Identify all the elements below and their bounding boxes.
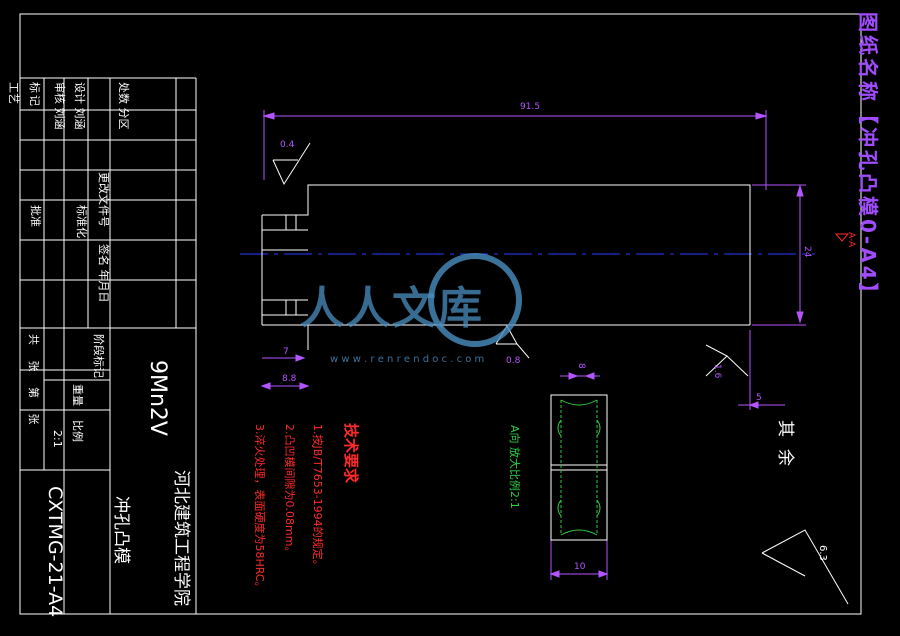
roughness-symbols [272, 142, 849, 605]
roughness-tip: 0.8 [506, 356, 521, 366]
dim-height: 24 [802, 246, 812, 258]
section-label: A-A [846, 232, 856, 248]
watermark-brand: 人人文库 [300, 283, 484, 334]
dimension-lines [260, 110, 850, 580]
drawing-frame [19, 13, 862, 615]
title-block-rev-header: 标记 [28, 82, 41, 108]
title-block-rev-row4: 签名 年月日 [97, 244, 110, 303]
roughness-rest-label: 其余 [775, 420, 795, 478]
title-block-design: 设计 刘涵 [73, 82, 86, 130]
dim-section-top: 8 [576, 363, 586, 369]
scale-label: 比例 [71, 420, 84, 442]
roughness-right: 1.6 [712, 364, 722, 379]
drawing-number: CXTMG-21-A4 [44, 486, 66, 618]
title-block-standard: 标准化 [75, 205, 88, 238]
watermark-url: w w w . r e n r e n d o c . c o m [330, 354, 485, 365]
tech-req-item-1: 1.按JB/T7653-1994的规定。 [311, 424, 324, 571]
stage-mark: 阶段标记 [92, 334, 105, 378]
school-name: 河北建筑工程学院 [171, 470, 191, 606]
view-label: A向 放大比例2:1 [508, 425, 521, 509]
enlarged-view [550, 394, 608, 541]
title-block-grid [20, 77, 197, 614]
title-block-rev-row2: 处数 分区 [117, 82, 130, 130]
dim-length: 91.5 [520, 102, 541, 112]
weight-label: 重量 [71, 384, 84, 406]
dim-step: 7 [283, 347, 289, 357]
part-outline [261, 184, 751, 350]
material: 9Mn2V [145, 360, 170, 436]
title-block-craft-label: 工艺 [7, 82, 20, 104]
roughness-top-left: 0.4 [280, 140, 295, 150]
title-block-craft: 批准 [29, 205, 42, 227]
scale-value: 2:1 [51, 430, 64, 448]
dim-step-offset: 8.8 [282, 374, 297, 384]
tech-req-item-2: 2.凸凹模间隙为0.08mm。 [283, 424, 296, 558]
roughness-rest: 6.3 [817, 545, 828, 561]
drawing-title: 图纸名称【冲孔凸模0-A4】 [856, 12, 880, 306]
part-name: 冲孔凸模 [111, 496, 131, 564]
title-block-rev-row3: 更改文件号 [97, 172, 110, 227]
tech-req-heading: 技术要求 [342, 423, 360, 484]
sheet-count: 共 张 第 张 [27, 334, 40, 431]
watermark-logo [428, 253, 522, 347]
dim-end-offset: 5 [756, 393, 762, 403]
title-block-check: 审核 刘涵 [53, 82, 66, 130]
tech-req-item-3: 3.淬火处理，表面硬度为58HRC。 [253, 424, 266, 593]
dim-section-width: 10 [574, 562, 586, 572]
